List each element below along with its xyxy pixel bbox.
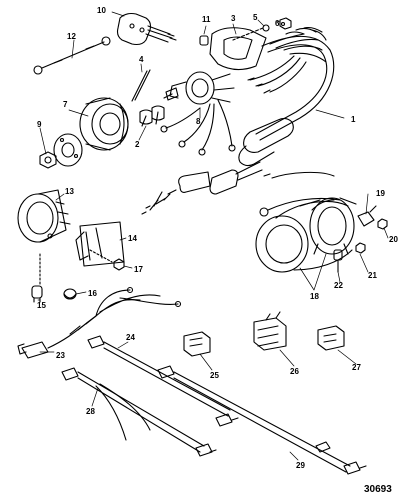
part-17-nut <box>89 249 125 271</box>
callout-7: 7 <box>63 100 68 109</box>
part-18-wire <box>259 171 341 217</box>
part-23-connector-harness <box>17 286 182 359</box>
callout-23: 23 <box>56 351 65 360</box>
part-18-gauge-assembly <box>255 197 357 273</box>
part-8-ignition-switch <box>160 71 236 156</box>
part-21-washer <box>355 242 366 254</box>
callout-27: 27 <box>352 363 361 372</box>
part-22-screw <box>333 249 343 273</box>
callout-13: 13 <box>65 187 74 196</box>
part-25-connector <box>183 331 211 357</box>
part-1-main-harness <box>238 26 335 167</box>
part-15-bulb <box>31 253 43 303</box>
part-29-harness <box>157 365 367 475</box>
part-5-screw <box>232 24 270 41</box>
callout-6: 6 <box>275 19 280 28</box>
callout-24: 24 <box>126 333 135 342</box>
part-24-harness <box>87 335 239 427</box>
part-2-clips <box>139 105 165 127</box>
callout-28: 28 <box>86 407 95 416</box>
callout-4: 4 <box>139 55 144 64</box>
callout-25: 25 <box>210 371 219 380</box>
part-4-rod <box>131 69 151 102</box>
part-16-cap <box>63 288 77 300</box>
part-9-nut <box>39 151 57 169</box>
part-27-connector <box>317 325 345 351</box>
callout-14: 14 <box>128 234 137 243</box>
part-1-harness-connector <box>141 161 263 215</box>
callout-leaders <box>37 11 389 461</box>
callout-5: 5 <box>253 13 258 22</box>
callout-29: 29 <box>296 461 305 470</box>
callout-18: 18 <box>310 292 319 301</box>
part-13-gauge <box>17 189 71 243</box>
part-11-plug <box>199 35 209 46</box>
part-6-nut <box>279 17 292 30</box>
callout-19: 19 <box>376 189 385 198</box>
callout-21: 21 <box>368 271 377 280</box>
callout-3: 3 <box>231 14 236 23</box>
callout-2: 2 <box>135 140 140 149</box>
part-7-washer <box>53 133 83 167</box>
reference-number: 30693 <box>364 484 392 495</box>
part-12-ground-wire <box>33 36 111 75</box>
callout-8: 8 <box>196 117 201 126</box>
callout-1: 1 <box>351 115 356 124</box>
callout-26: 26 <box>290 367 299 376</box>
callout-9: 9 <box>37 120 42 129</box>
callout-16: 16 <box>88 289 97 298</box>
callout-17: 17 <box>134 265 143 274</box>
part-14-bracket <box>75 221 125 267</box>
callout-11: 11 <box>202 15 211 24</box>
callout-12: 12 <box>67 32 76 41</box>
part-10-connector-block <box>116 12 177 46</box>
callout-10: 10 <box>97 6 106 15</box>
part-26-connector <box>253 311 287 351</box>
callout-20: 20 <box>389 235 398 244</box>
callout-22: 22 <box>334 281 343 290</box>
callout-15: 15 <box>37 301 46 310</box>
part-20-nut <box>377 218 388 230</box>
part-7-housing <box>79 97 129 151</box>
part-3-bracket <box>209 27 267 71</box>
part-19-clip <box>357 205 377 227</box>
part-28-harness <box>61 367 217 457</box>
callout-labels: 1 2 3 4 5 6 7 8 9 10 11 12 13 14 15 16 1… <box>37 6 398 470</box>
